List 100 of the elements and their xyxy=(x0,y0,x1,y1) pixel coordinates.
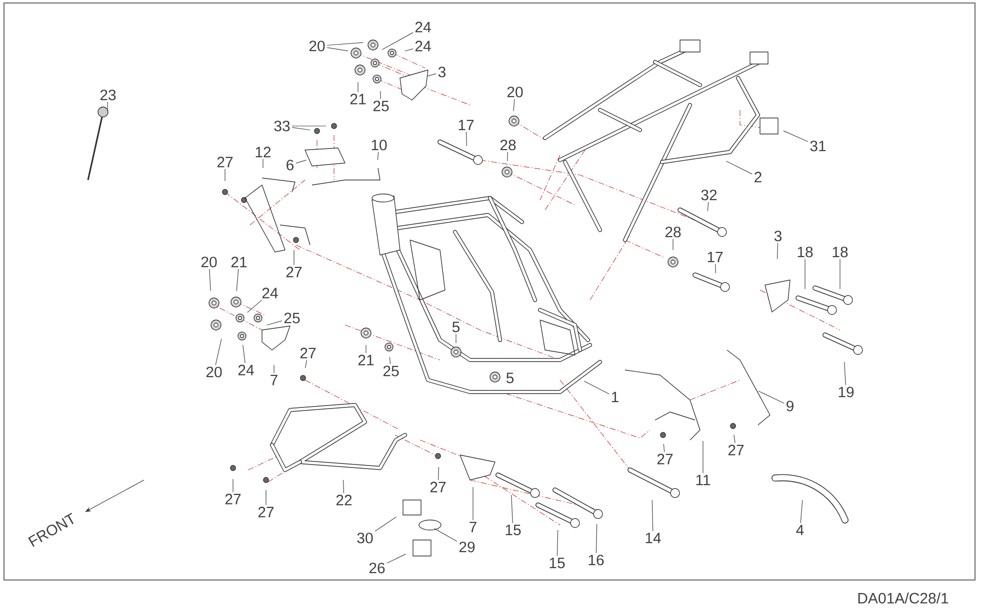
leader-line xyxy=(326,47,348,52)
callout-number: 9 xyxy=(786,400,794,412)
callout-number: 16 xyxy=(588,554,604,566)
leader-line xyxy=(800,500,803,524)
callout-number: 10 xyxy=(372,140,387,150)
leader-line xyxy=(292,127,310,130)
callout-number: 29 xyxy=(459,542,475,552)
leader-line xyxy=(776,242,778,260)
callout-number: 21 xyxy=(350,94,366,104)
leader-line xyxy=(386,554,406,564)
leader-line xyxy=(715,264,716,274)
leader-line xyxy=(652,500,654,532)
callout-number: 7 xyxy=(470,522,476,532)
leader-line xyxy=(380,90,381,100)
callout-number: 24 xyxy=(262,288,278,298)
callout-number: 22 xyxy=(336,494,352,506)
callout-number: 5 xyxy=(452,322,460,332)
leader-line xyxy=(438,466,440,480)
callout-number: 33 xyxy=(274,120,290,132)
callout-number: 20 xyxy=(507,86,523,98)
callout-number: 12 xyxy=(256,146,271,158)
callout-number: 25 xyxy=(383,366,399,376)
leader-line xyxy=(224,168,226,182)
callout-number: 3 xyxy=(438,66,446,78)
callout-number: 21 xyxy=(231,256,247,268)
callout-number: 27 xyxy=(225,494,241,504)
leader-line xyxy=(377,152,379,160)
callout-number: 19 xyxy=(838,386,854,398)
callout-number: 24 xyxy=(415,40,431,52)
leader-line xyxy=(209,268,211,292)
callout-number: 27 xyxy=(657,454,673,464)
leader-line xyxy=(342,480,344,494)
callout-number: 7 xyxy=(270,374,278,386)
callout-number: 27 xyxy=(728,444,744,456)
leader-line xyxy=(804,258,806,290)
callout-number: 3 xyxy=(774,230,782,242)
leader-line xyxy=(507,152,508,162)
callout-number: 28 xyxy=(500,140,516,150)
callout-number: 14 xyxy=(646,532,661,544)
callout-number: 15 xyxy=(550,558,565,568)
leader-line xyxy=(702,440,704,474)
callout-number: 18 xyxy=(832,246,848,258)
leader-line xyxy=(672,238,674,250)
leader-line xyxy=(326,42,364,46)
callout-number: 27 xyxy=(217,156,233,168)
callout-number: 30 xyxy=(357,532,373,544)
leader-line xyxy=(434,528,458,542)
callout-number: 31 xyxy=(810,140,826,152)
callout-number: 25 xyxy=(284,312,300,324)
callout-number: 20 xyxy=(309,40,325,52)
leader-line xyxy=(304,360,308,368)
leader-line xyxy=(262,158,264,168)
callout-number: 2 xyxy=(754,172,762,182)
leader-line xyxy=(663,444,665,452)
callout-number: 20 xyxy=(206,366,222,378)
callout-number: 15 xyxy=(506,524,521,536)
leader-line xyxy=(266,320,282,326)
callout-number: 27 xyxy=(258,506,274,518)
callout-number: 5 xyxy=(506,372,514,384)
callout-number: 17 xyxy=(708,252,723,262)
leader-line xyxy=(374,516,396,532)
callout-number: 1 xyxy=(612,392,618,402)
callout-number: 27 xyxy=(286,266,302,278)
callout-number: 28 xyxy=(665,226,681,238)
leader-line xyxy=(247,300,262,313)
callout-number: 4 xyxy=(796,524,804,536)
leader-line xyxy=(734,434,736,444)
leader-line xyxy=(389,356,391,364)
callout-number: 21 xyxy=(358,354,374,366)
leader-line xyxy=(404,48,414,52)
leader-line xyxy=(382,32,414,50)
leader-line xyxy=(466,132,468,146)
leader-line xyxy=(427,73,436,76)
callout-number: 17 xyxy=(458,120,474,130)
leader-line xyxy=(513,98,515,112)
leader-line xyxy=(511,494,513,524)
callout-number: 20 xyxy=(201,256,217,268)
leader-line xyxy=(242,344,246,364)
drawing-code: DA01A/C28/1 xyxy=(858,592,948,604)
leader-line xyxy=(107,102,108,112)
callout-number: 25 xyxy=(373,100,389,112)
callout-number: 32 xyxy=(701,190,717,200)
callout-number: 6 xyxy=(286,160,294,170)
leader-line xyxy=(844,362,846,386)
leader-line xyxy=(215,338,222,366)
leader-line xyxy=(783,130,808,142)
callout-number: 24 xyxy=(238,364,254,376)
leader-line xyxy=(556,530,558,556)
leader-line xyxy=(296,160,307,164)
leader-line xyxy=(584,380,610,394)
leader-line xyxy=(472,486,474,520)
callout-number: 18 xyxy=(798,246,813,258)
callout-number: 11 xyxy=(696,474,710,486)
callout-number: 24 xyxy=(415,22,431,32)
callout-number: 26 xyxy=(369,562,385,574)
leader-line xyxy=(707,202,709,212)
callout-number: 27 xyxy=(430,482,446,492)
leader-line xyxy=(758,390,784,404)
leader-line xyxy=(726,160,752,174)
callout-number: 27 xyxy=(300,348,316,358)
